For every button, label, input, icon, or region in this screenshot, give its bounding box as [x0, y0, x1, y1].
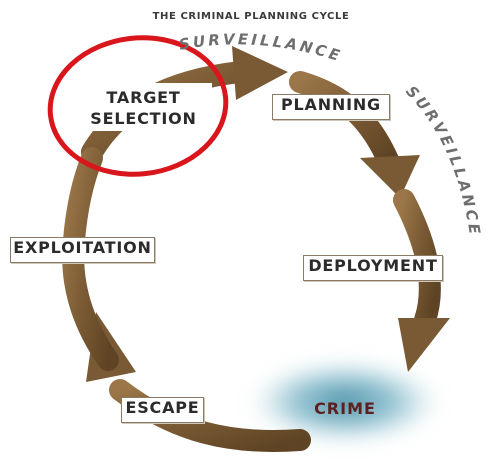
crime-glow	[250, 360, 440, 444]
stage-crime: CRIME	[314, 399, 376, 418]
stage-target-selection: TARGET SELECTION	[75, 83, 212, 131]
diagram-title: THE CRIMINAL PLANNING CYCLE	[152, 11, 350, 22]
stage-deployment: DEPLOYMENT	[303, 255, 443, 281]
stage-target-line2: SELECTION	[90, 109, 197, 128]
target-highlight-circle	[47, 35, 229, 177]
stage-planning: PLANNING	[272, 94, 390, 120]
stage-exploitation: EXPLOITATION	[10, 237, 155, 263]
stage-escape: ESCAPE	[121, 397, 204, 423]
stage-target-line1: TARGET	[106, 88, 181, 107]
arrowhead-planning	[232, 46, 288, 100]
arrowhead-deployment	[360, 155, 420, 198]
arrowhead-crime	[398, 318, 450, 372]
